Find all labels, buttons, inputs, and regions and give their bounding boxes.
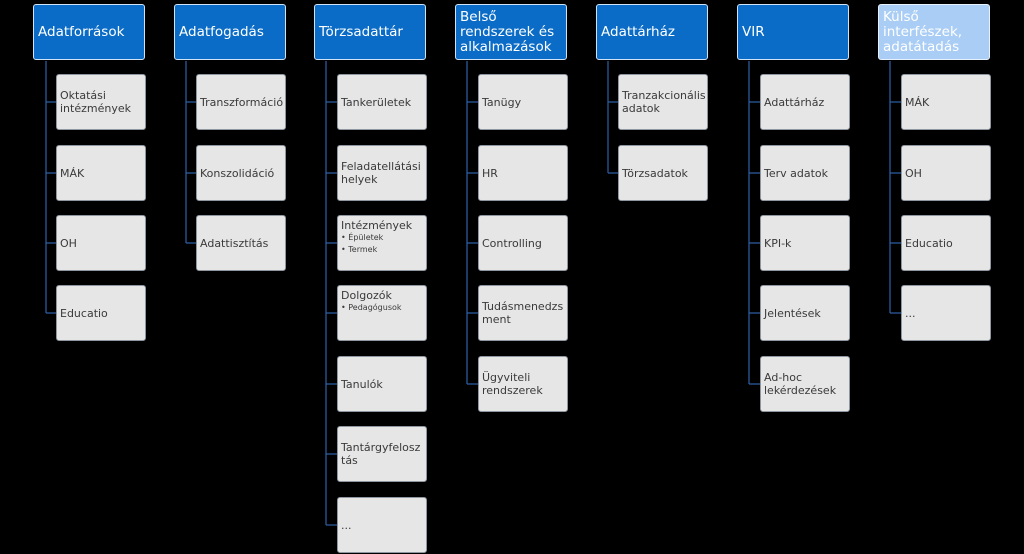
item-kpi-k: KPI-k [760, 215, 850, 271]
header-adattarhaz: Adattárház [596, 4, 708, 60]
item-tranzakcionalis-adatok: Tranzakcionális adatok [618, 74, 708, 130]
item-oktatasi-intezmenyek: Oktatási intézmények [56, 74, 146, 130]
item-educatio: Educatio [56, 285, 146, 341]
subitem-epuletek: • Épületek [341, 233, 384, 242]
item-dolgozok: Dolgozók • Pedagógusok [337, 285, 427, 341]
item-transzformacio: Transzformáció [196, 74, 286, 130]
header-torzsadattar: Törzsadattár [314, 4, 426, 60]
item-kulso-mak: MÁK [901, 74, 991, 130]
header-belso-rendszerek: Belső rendszerek és alkalmazások [455, 4, 567, 60]
item-kulso-oh: OH [901, 145, 991, 201]
subitem-termek: • Termek [341, 245, 378, 254]
header-vir: VIR [737, 4, 849, 60]
item-intezmenyek: Intézmények • Épületek • Termek [337, 215, 427, 271]
item-terv-adatok: Terv adatok [760, 145, 850, 201]
item-tanulok: Tanulók [337, 356, 427, 412]
item-torzsadatok: Törzsadatok [618, 145, 708, 201]
item-tantargyfelosztas: Tantárgyfelosztás [337, 426, 427, 482]
item-controlling: Controlling [478, 215, 568, 271]
item-tankeruletek: Tankerületek [337, 74, 427, 130]
item-ad-hoc-lekerdezesek: Ad-hoc lekérdezések [760, 356, 850, 412]
subitem-pedagogusok: • Pedagógusok [341, 303, 402, 312]
item-ellipsis: ... [337, 497, 427, 553]
item-adattisztitas: Adattisztítás [196, 215, 286, 271]
item-mak: MÁK [56, 145, 146, 201]
item-oh: OH [56, 215, 146, 271]
item-ugyviteli-rendszerek: Ügyviteli rendszerek [478, 356, 568, 412]
item-kulso-ellipsis: ... [901, 285, 991, 341]
header-adatfogadas: Adatfogadás [174, 4, 286, 60]
item-kulso-educatio: Educatio [901, 215, 991, 271]
item-tudasmenedzsment: Tudásmenedzsment [478, 285, 568, 341]
item-hr: HR [478, 145, 568, 201]
item-vir-adattarhaz: Adattárház [760, 74, 850, 130]
header-kulso-interfeszek: Külső interfészek, adatátadás [878, 4, 990, 60]
item-jelentesek: Jelentések [760, 285, 850, 341]
header-adatforrasok: Adatforrások [33, 4, 145, 60]
item-konszolidacio: Konszolidáció [196, 145, 286, 201]
item-tanugy: Tanügy [478, 74, 568, 130]
item-feladatellatasi-helyek: Feladatellátási helyek [337, 145, 427, 201]
